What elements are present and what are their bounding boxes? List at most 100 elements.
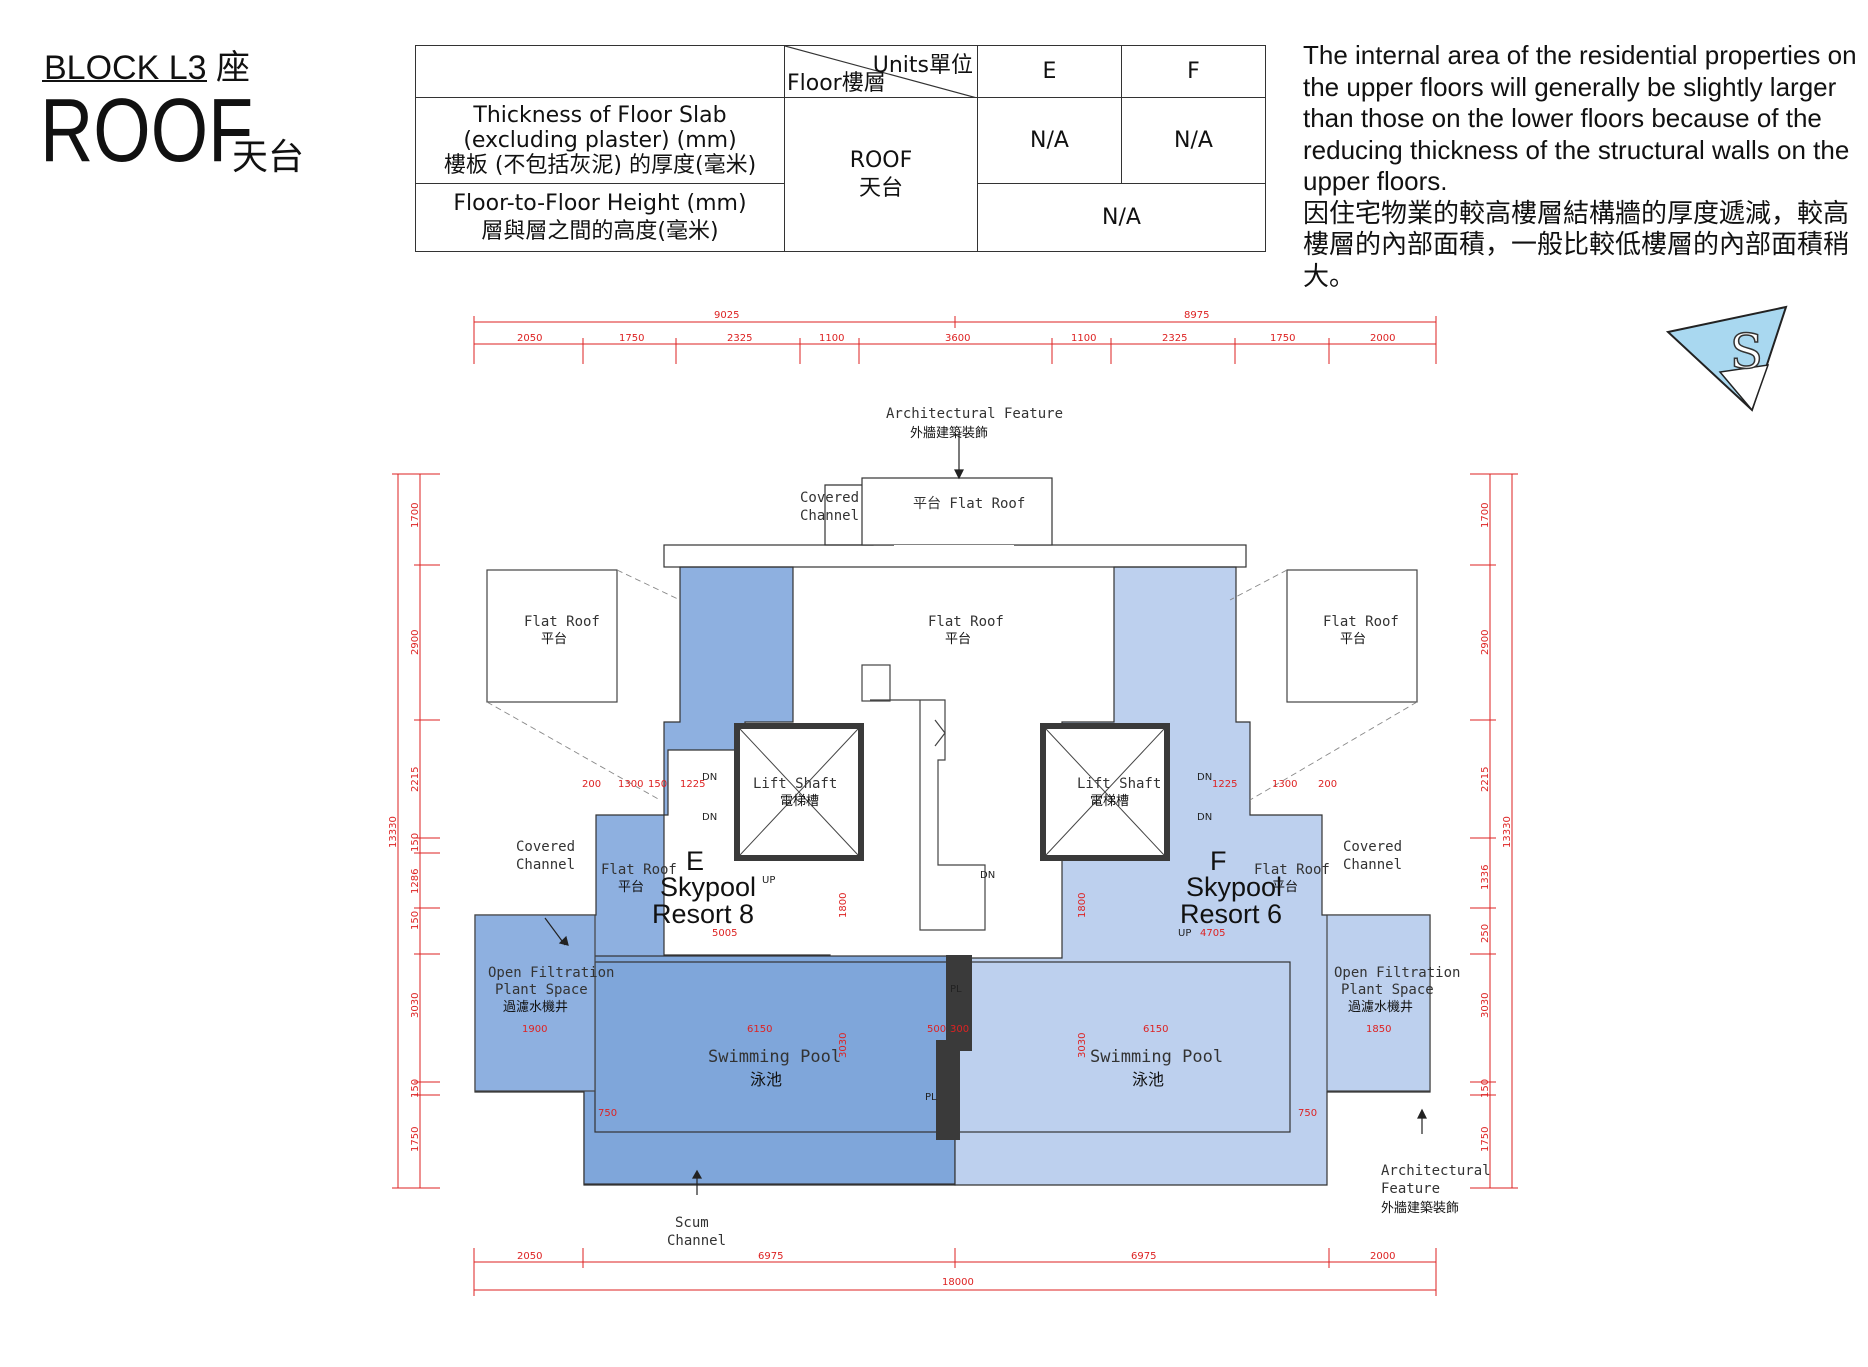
dim-1900: 1900 [522, 1024, 547, 1035]
lift-shaft-e [734, 723, 864, 861]
area-note-cn: 因住宅物業的較高樓層結構牆的厚度遞減，較高樓層的內部面積，一般比較低樓層的內部面… [1303, 197, 1850, 291]
left-dimensions [392, 473, 440, 1189]
covered-channel-right-2: Channel [1343, 857, 1402, 873]
flat-roof-right-cn: 平台 [1340, 632, 1366, 647]
filtration-right-1: Open Filtration [1334, 965, 1460, 981]
dn-f-1: DN [1197, 772, 1212, 783]
unit-f-letter: F [1210, 846, 1227, 876]
filtration-left [474, 914, 596, 1092]
slab-label-cn: 樓板 (不包括灰泥) 的厚度(毫米) [443, 153, 757, 178]
flat-roof-center-cn: 平台 [945, 632, 971, 647]
arch-feature-top-en: Architectural Feature [886, 406, 1063, 422]
dn-e-2: DN [702, 812, 717, 823]
covered-channel-left-1: Covered [516, 839, 575, 855]
up-e: UP [762, 875, 775, 886]
diagonal-divider [785, 46, 977, 98]
dim-3030-f: 3030 [1077, 1033, 1088, 1058]
flat-roof-left [486, 569, 618, 703]
lift-shaft-e-en: Lift Shaft [753, 776, 837, 792]
lift-shaft-f-en: Lift Shaft [1077, 776, 1161, 792]
left-seg-6: 150 [410, 911, 421, 930]
pl-1: PL [950, 984, 962, 995]
bottom-dimensions [473, 1248, 1437, 1296]
lift-shaft-f-cn: 電梯槽 [1090, 794, 1129, 809]
bottom-seg-3: 6975 [1131, 1251, 1156, 1262]
dim-1800-e: 1800 [838, 893, 849, 918]
filtration-left-1: Open Filtration [488, 965, 614, 981]
floor-value-en: ROOF [849, 147, 913, 173]
slab-label-en2: (excluding plaster) (mm) [463, 128, 737, 153]
dim-5005: 5005 [712, 928, 737, 939]
title-divider [42, 80, 207, 82]
flat-roof-top: 平台 Flat Roof [913, 496, 1025, 512]
flat-roof-right [1286, 569, 1418, 703]
top-seg-9: 2000 [1370, 333, 1395, 344]
dim-150-e: 150 [648, 779, 667, 790]
lift-shaft-e-cn: 電梯槽 [780, 794, 819, 809]
pool-e-cn: 泳池 [750, 1070, 782, 1089]
top-total-1: 9025 [714, 310, 739, 321]
flat-roof-right-en: Flat Roof [1323, 614, 1399, 630]
flat-roof-left-cn: 平台 [541, 632, 567, 647]
unit-e-resort: Resort 8 [652, 899, 754, 929]
unit-e-header: E [977, 45, 1122, 98]
unit-f-skypool: Skypool [1186, 872, 1282, 902]
top-seg-3: 2325 [727, 333, 752, 344]
lift-shaft-f [1040, 723, 1170, 861]
dim-1850: 1850 [1366, 1024, 1391, 1035]
pl-2: PL [925, 1092, 937, 1103]
units-floor-header: Units單位 Floor樓層 [784, 45, 978, 98]
bottom-seg-2: 6975 [758, 1251, 783, 1262]
flat-roof-e-en: Flat Roof [601, 862, 677, 878]
core-outline [663, 477, 1247, 568]
dn-e-1: DN [702, 772, 717, 783]
right-seg-7: 150 [1480, 1079, 1491, 1098]
floor-value: ROOF 天台 [784, 97, 978, 252]
filtration-right-cn: 過濾水機井 [1348, 1000, 1413, 1015]
dim-200-e: 200 [582, 779, 601, 790]
up-f: UP [1178, 928, 1191, 939]
filtration-left-2: Plant Space [495, 982, 588, 998]
dn-core: DN [980, 870, 995, 881]
floor-title: ROOF [40, 81, 254, 181]
covered-channel-top-1: Covered [800, 490, 859, 506]
height-label-cn: 層與層之間的高度(毫米) [481, 218, 719, 244]
area-note: The internal area of the residential pro… [1303, 40, 1868, 292]
left-seg-1: 1700 [410, 503, 421, 528]
left-seg-5: 1286 [410, 869, 421, 894]
right-seg-6: 3030 [1480, 993, 1491, 1018]
pool-f-cn: 泳池 [1132, 1070, 1164, 1089]
top-seg-5: 3600 [945, 333, 970, 344]
filtration-left-cn: 過濾水機井 [503, 1000, 568, 1015]
left-seg-8: 150 [410, 1079, 421, 1098]
height-label-en: Floor-to-Floor Height (mm) [453, 190, 747, 216]
dim-300: 300 [950, 1024, 969, 1035]
right-total: 13330 [1502, 816, 1513, 848]
units-label: Units單位 [872, 53, 973, 78]
left-seg-3: 2215 [410, 767, 421, 792]
flat-roof-f-en: Flat Roof [1254, 862, 1330, 878]
top-seg-6: 1100 [1071, 333, 1096, 344]
area-note-en: The internal area of the residential pro… [1303, 40, 1857, 196]
arch-feature-top-cn: 外牆建築裝飾 [910, 426, 988, 441]
dim-500: 500 [927, 1024, 946, 1035]
flat-roof-e-cn: 平台 [618, 880, 644, 895]
scum-channel-2: Channel [667, 1233, 726, 1249]
pool-e-en: Swimming Pool [708, 1047, 841, 1067]
slab-label-en1: Thickness of Floor Slab [473, 103, 727, 128]
arch-feature-bottom-1: Architectural [1381, 1163, 1491, 1179]
top-seg-2: 1750 [619, 333, 644, 344]
filtration-right [1326, 914, 1431, 1092]
top-seg-1: 2050 [517, 333, 542, 344]
left-seg-4: 150 [410, 833, 421, 852]
left-seg-7: 3030 [410, 993, 421, 1018]
arch-feature-bottom-cn: 外牆建築裝飾 [1381, 1201, 1459, 1216]
top-dimensions [473, 316, 1437, 364]
right-seg-4: 1336 [1480, 865, 1491, 890]
slab-f-value: N/A [1121, 97, 1266, 184]
covered-channel-left-2: Channel [516, 857, 575, 873]
bottom-total: 18000 [942, 1277, 974, 1288]
left-seg-2: 2900 [410, 630, 421, 655]
height-ef-value: N/A [977, 183, 1266, 252]
